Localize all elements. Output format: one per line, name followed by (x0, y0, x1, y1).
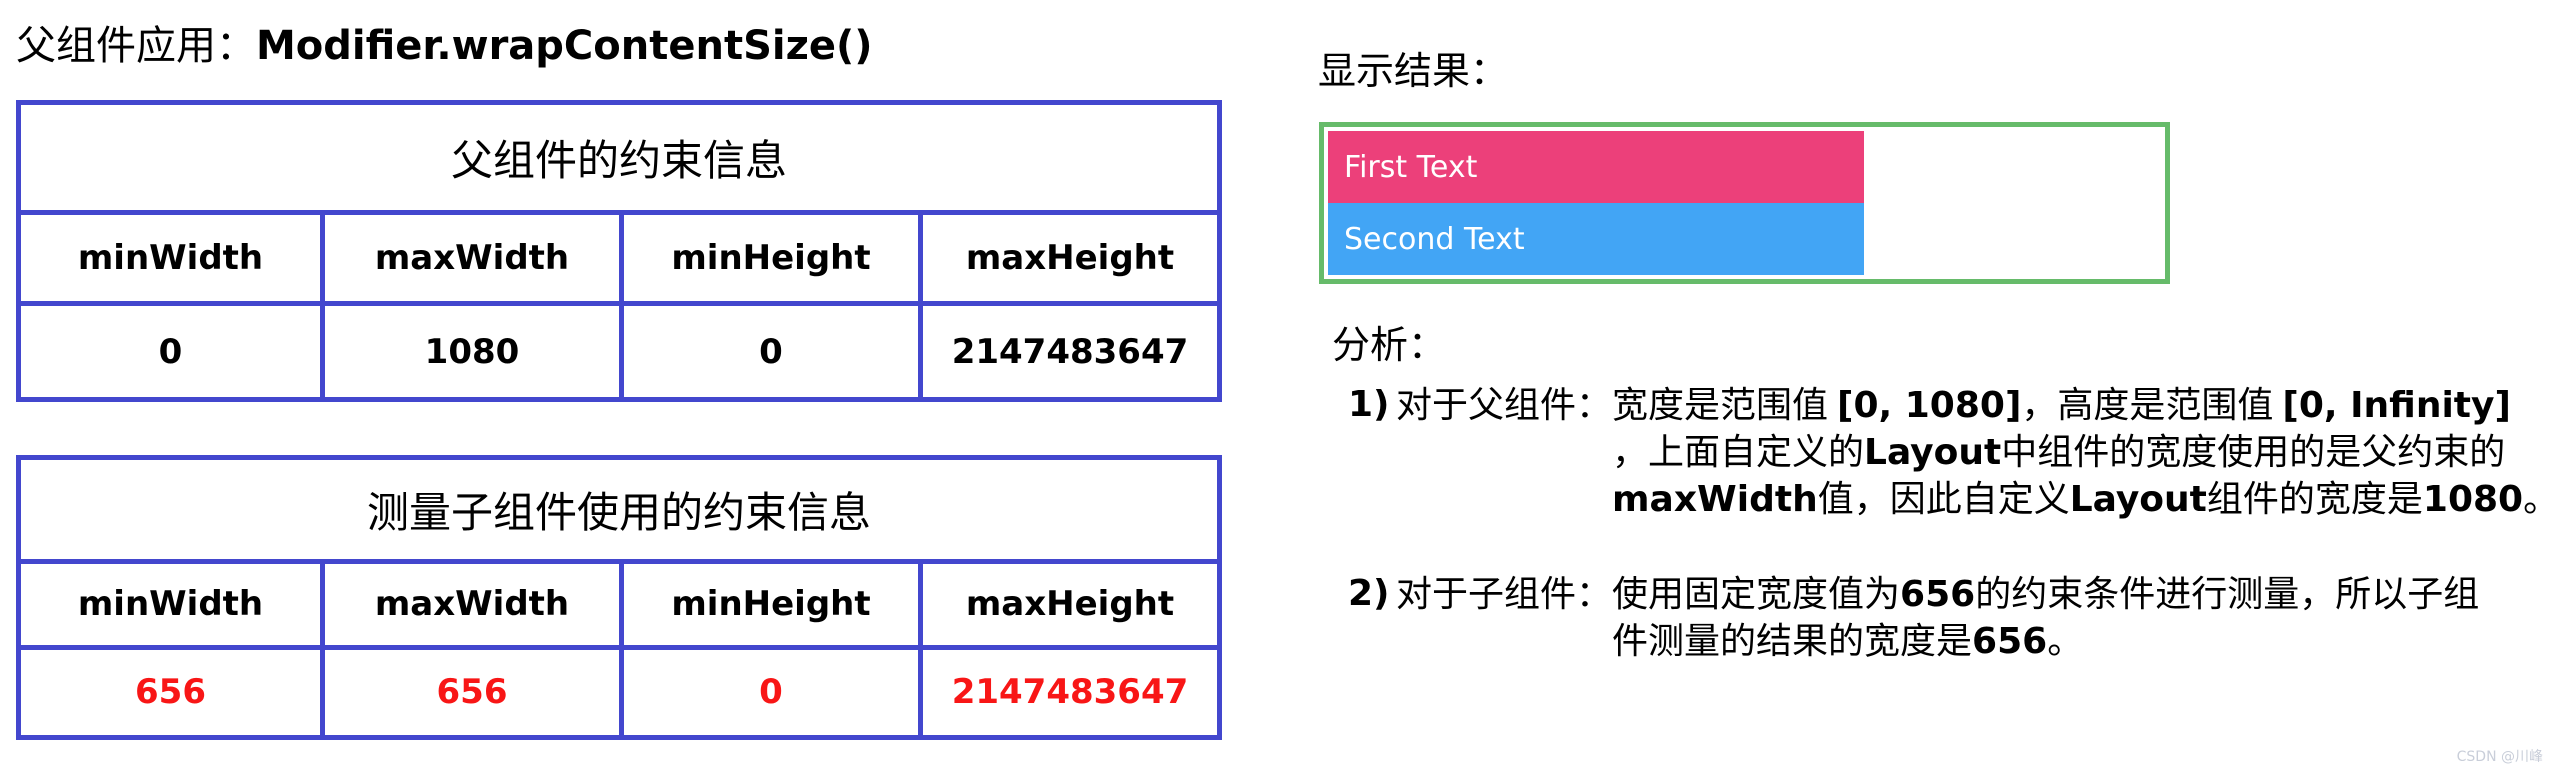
value-cell-maxWidth: 1080 (320, 306, 619, 397)
plain-text: 。 (2523, 479, 2553, 519)
title-prefix: 父组件应用： (16, 23, 256, 68)
analysis-list: 1)对于父组件：宽度是范围值 [0, 1080]，高度是范围值 [0, Infi… (1348, 382, 2553, 665)
result-bar-second-text: Second Text (1328, 203, 1864, 275)
analysis-item-label: 对于父组件： (1396, 385, 1613, 425)
plain-text: 组件的宽度是 (2206, 479, 2423, 519)
column-header-maxHeight: maxHeight (918, 215, 1217, 307)
plain-text: 中组件的宽度使用的是父约束的 (2001, 432, 2506, 472)
emphasis-text: Layout (2069, 479, 2207, 520)
analysis-line: maxWidth值，因此自定义Layout组件的宽度是1080。 (1612, 476, 2553, 523)
value-cell-maxHeight: 2147483647 (918, 306, 1217, 397)
analysis-item-content: 使用固定宽度值为656的约束条件进行测量，所以子组件测量的结果的宽度是656。 (1612, 571, 2553, 665)
emphasis-text: Layout (1864, 432, 2002, 473)
column-header-minHeight: minHeight (619, 564, 918, 650)
value-cell-minHeight: 0 (619, 306, 918, 397)
analysis-line: ，上面自定义的Layout中组件的宽度使用的是父约束的 (1612, 429, 2553, 476)
title-code: Modifier.wrapContentSize() (256, 23, 873, 69)
plain-text: 宽度是范围值 (1612, 385, 1838, 425)
value-cell-minWidth: 0 (158, 331, 183, 372)
column-header-minHeight: minHeight (619, 215, 918, 307)
analysis-label: 分析： (1332, 325, 1447, 367)
plain-text: 使用固定宽度值为 (1612, 574, 1901, 614)
plain-text: 值，因此自定义 (1817, 479, 2070, 519)
emphasis-text: [0, 1080] (1837, 385, 2022, 426)
analysis-line: 件测量的结果的宽度是656。 (1612, 618, 2553, 665)
plain-text: 件测量的结果的宽度是 (1612, 621, 1973, 661)
value-cell-maxHeight: 2147483647 (918, 649, 1217, 735)
analysis-line: 使用固定宽度值为656的约束条件进行测量，所以子组 (1612, 571, 2553, 618)
result-bar-text: Second Text (1344, 221, 1525, 257)
plain-text: ，高度是范围值 (2021, 385, 2283, 425)
value-cell-minWidth: 656 (135, 672, 206, 713)
result-bar-text: First Text (1344, 149, 1478, 185)
plain-text: 的约束条件进行测量，所以子组 (1975, 574, 2480, 614)
column-header-maxHeight: maxHeight (918, 564, 1217, 650)
analysis-item-marker: 1) (1348, 384, 1390, 425)
emphasis-text: maxWidth (1612, 479, 1818, 520)
emphasis-text: [0, Infinity] (2282, 385, 2511, 426)
value-cell-maxWidth: 656 (320, 649, 619, 735)
analysis-item-1: 1)对于父组件：宽度是范围值 [0, 1080]，高度是范围值 [0, Infi… (1348, 382, 2553, 523)
analysis-line: 宽度是范围值 [0, 1080]，高度是范围值 [0, Infinity] (1612, 382, 2553, 429)
analysis-item-content: 宽度是范围值 [0, 1080]，高度是范围值 [0, Infinity]，上面… (1612, 382, 2553, 523)
watermark: CSDN @川峰 (2456, 749, 2543, 765)
column-header-minWidth: minWidth (21, 564, 320, 650)
table-caption: 父组件的约束信息 (21, 105, 1217, 216)
value-cell-minHeight: 0 (619, 649, 918, 735)
column-header-minWidth: minWidth (21, 215, 320, 307)
result-label: 显示结果： (1318, 51, 1509, 93)
analysis-item-label: 对于子组件： (1396, 574, 1613, 614)
column-header-maxWidth: maxWidth (320, 215, 619, 307)
column-header-maxWidth: maxWidth (320, 564, 619, 650)
page-title: 父组件应用：Modifier.wrapContentSize() (16, 20, 873, 72)
result-bar-first-text: First Text (1328, 131, 1864, 203)
plain-text: ，上面自定义的 (1612, 432, 1865, 472)
plain-text: 。 (2047, 621, 2084, 661)
emphasis-text: 1080 (2422, 479, 2524, 520)
emphasis-text: 656 (1900, 574, 1976, 615)
analysis-item-marker: 2) (1348, 573, 1390, 614)
table-caption: 测量子组件使用的约束信息 (21, 460, 1217, 564)
analysis-item-2: 2)对于子组件：使用固定宽度值为656的约束条件进行测量，所以子组件测量的结果的… (1348, 571, 2553, 665)
emphasis-text: 656 (1972, 621, 2048, 662)
